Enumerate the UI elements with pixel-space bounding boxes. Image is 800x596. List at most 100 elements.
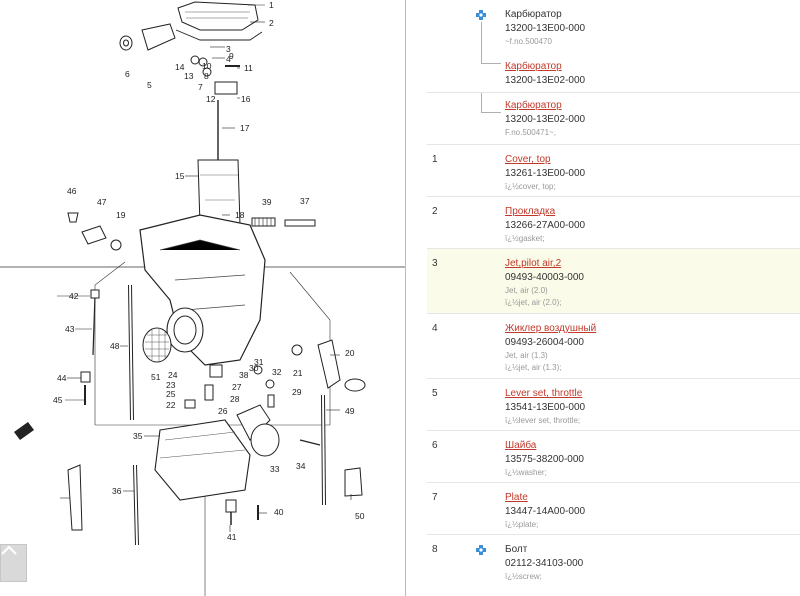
callout-25[interactable]: 25 [166,389,176,399]
list-item[interactable]: 1 Cover, top 13261-13E00-000 ï¿½cover, t… [427,145,800,197]
position-number: 5 [432,388,438,399]
callout-33[interactable]: 33 [270,464,280,474]
position-number: 7 [432,492,438,503]
part-number: 13261-13E00-000 [505,168,586,179]
part-name-link[interactable]: Plate [505,492,528,503]
callout-34[interactable]: 34 [296,461,306,471]
panel-divider [405,0,406,596]
part-number: 09493-40003-000 [505,272,584,283]
list-item-highlighted[interactable]: 3 Jet,pilot air,2 09493-40003-000 Jet, a… [427,249,800,314]
callout-21[interactable]: 21 [293,368,303,378]
callout-47[interactable]: 47 [97,197,107,207]
part-number: 13200-13E02-000 [505,114,586,125]
callout-36[interactable]: 36 [112,486,122,496]
list-item[interactable]: 4 Жиклер воздушный 09493-26004-000 Jet, … [427,314,800,379]
part-name-link[interactable]: Jet,pilot air,2 [505,258,562,269]
part-name-link[interactable]: Lever set, throttle [505,388,583,399]
chevron-up-icon [1,545,17,555]
tree-connector [481,22,501,64]
callout-5[interactable]: 5 [147,80,152,90]
part-note: ï¿½gasket; [505,234,545,243]
callout-40[interactable]: 40 [274,507,284,517]
part-note: ï¿½cover, top; [505,182,556,191]
callout-10[interactable]: 10 [202,61,212,71]
part-note: ï¿½plate; [505,520,539,529]
part-note: ï¿½lever set, throttle; [505,416,581,425]
part-name-link[interactable]: Cover, top [505,154,551,165]
callout-26[interactable]: 26 [218,406,228,416]
callout-7[interactable]: 7 [198,82,203,92]
callout-35[interactable]: 35 [133,431,143,441]
callout-38[interactable]: 38 [239,370,249,380]
callout-2[interactable]: 2 [269,18,274,28]
callout-1[interactable]: 1 [269,0,274,10]
callout-28[interactable]: 28 [230,394,240,404]
part-name: Болт [505,544,528,555]
callout-42[interactable]: 42 [69,291,79,301]
callout-24[interactable]: 24 [168,370,178,380]
list-item[interactable]: Карбюратор 13200-13E00-000 ~f.no.500470 … [427,0,800,93]
position-number: 3 [432,258,438,269]
part-note: ï¿½washer; [505,468,547,477]
callout-22[interactable]: 22 [166,400,176,410]
part-number: 02112-34103-000 [505,558,584,569]
callout-49[interactable]: 49 [345,406,355,416]
callout-29[interactable]: 29 [292,387,302,397]
tree-connector [481,93,501,113]
callout-17[interactable]: 17 [240,123,250,133]
part-note: Jet, air (2.0) [505,286,548,295]
part-number: 09493-26004-000 [505,337,584,348]
callout-48[interactable]: 48 [110,341,120,351]
callout-46[interactable]: 46 [67,186,77,196]
callout-11[interactable]: 11 [244,63,253,73]
callout-15[interactable]: 15 [175,171,185,181]
callout-14[interactable]: 14 [175,62,185,72]
callout-50[interactable]: 50 [355,511,365,521]
part-name-link[interactable]: Карбюратор [505,61,562,72]
list-item[interactable]: 7 Plate 13447-14A00-000 ï¿½plate; [427,483,800,535]
callout-3[interactable]: 3 [226,44,231,54]
part-number: 13575-38200-000 [505,454,584,465]
position-number: 6 [432,440,438,451]
callout-16[interactable]: 16 [241,94,251,104]
callout-43[interactable]: 43 [65,324,75,334]
callout-8[interactable]: 8 [204,71,209,81]
callout-39[interactable]: 39 [262,197,272,207]
callout-6[interactable]: 6 [125,69,130,79]
part-note: ï¿½jet, air (2.0); [505,298,562,307]
part-name-link[interactable]: Карбюратор [505,100,562,111]
part-name-link[interactable]: Шайба [505,440,537,451]
callout-18[interactable]: 18 [235,210,245,220]
part-name-link[interactable]: Жиклер воздушный [505,323,597,334]
callout-19[interactable]: 19 [116,210,126,220]
callout-31[interactable]: 31 [254,357,264,367]
callout-37[interactable]: 37 [300,196,310,206]
callout-13[interactable]: 13 [184,71,194,81]
callout-4[interactable]: 4 [226,54,231,64]
callout-23[interactable]: 23 [166,380,176,390]
callout-45[interactable]: 45 [53,395,63,405]
callout-41[interactable]: 41 [227,532,237,542]
list-item[interactable]: 6 Шайба 13575-38200-000 ï¿½washer; [427,431,800,483]
part-name-link[interactable]: Прокладка [505,206,556,217]
position-number: 8 [432,544,438,555]
callout-51[interactable]: 51 [151,372,161,382]
part-name: Карбюратор [505,9,562,20]
puzzle-icon [476,10,486,20]
callout-20[interactable]: 20 [345,348,355,358]
callout-9[interactable]: 9 [229,51,234,61]
list-item[interactable]: 2 Прокладка 13266-27A00-000 ï¿½gasket; [427,197,800,249]
list-item[interactable]: Карбюратор 13200-13E02-000 F.no.500471~, [427,93,800,145]
part-number: 13447-14A00-000 [505,506,586,517]
callout-30[interactable]: 30 [249,363,259,373]
parts-list: Карбюратор 13200-13E00-000 ~f.no.500470 … [427,0,800,596]
list-item[interactable]: 8 Болт 02112-34103-000 ï¿½screw; [427,535,800,596]
callout-32[interactable]: 32 [272,367,282,377]
callout-12[interactable]: 12 [206,94,216,104]
list-item[interactable]: 5 Lever set, throttle 13541-13E00-000 ï¿… [427,379,800,431]
callout-27[interactable]: 27 [232,382,242,392]
callout-44[interactable]: 44 [57,373,67,383]
scroll-up-button[interactable] [0,544,27,582]
